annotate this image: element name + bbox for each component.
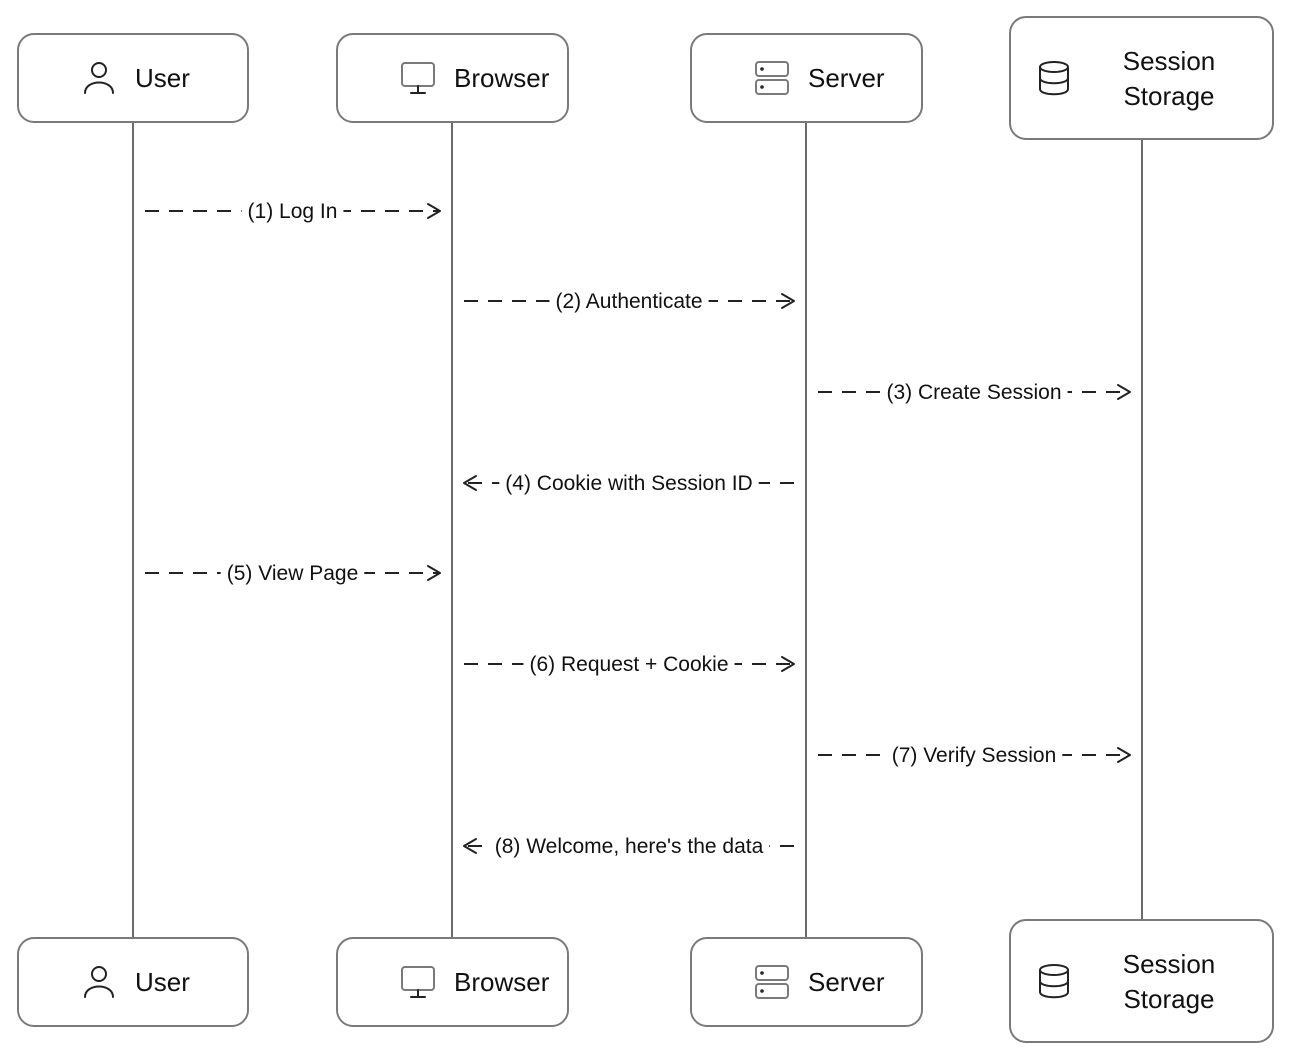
participant-server-top: Server [690,33,923,123]
message-8: (8) Welcome, here's the data [463,830,794,860]
message-label: (4) Cookie with Session ID [505,472,752,495]
message-3: (3) Create Session [818,376,1131,406]
arrow-head-icon [781,656,795,672]
message-label: (6) Request + Cookie [529,653,728,676]
participant-browser-bottom: Browser [336,937,569,1027]
database-icon [1039,964,1069,999]
monitor-icon [401,966,435,998]
participant-label: Server [808,967,885,997]
server-icon [755,965,789,999]
arrow-head-icon [463,475,477,491]
participant-server-bottom: Server [690,937,923,1027]
message-label: (5) View Page [227,562,359,585]
arrow-head-icon [427,203,441,219]
message-label: (3) Create Session [886,381,1061,404]
monitor-icon [401,62,435,94]
message-label: (8) Welcome, here's the data [495,835,764,858]
participant-label: User [135,63,190,93]
participant-browser-top: Browser [336,33,569,123]
arrow-head-icon [1117,747,1131,763]
message-label: (7) Verify Session [892,744,1057,767]
arrow-head-icon [427,565,441,581]
database-icon [1039,61,1069,96]
user-icon [84,966,114,998]
message-2: (2) Authenticate [464,285,795,315]
message-label: (2) Authenticate [555,290,702,313]
arrow-head-icon [463,838,477,854]
message-4: (4) Cookie with Session ID [463,467,794,497]
participant-label: Browser [454,63,550,93]
participant-label: Server [808,63,885,93]
message-6: (6) Request + Cookie [464,648,795,678]
participant-user-top: User [17,33,249,123]
participant-user-bottom: User [17,937,249,1027]
participant-label: Browser [454,967,550,997]
message-1: (1) Log In [145,195,441,225]
arrow-head-icon [781,293,795,309]
user-icon [84,62,114,94]
arrow-head-icon [1117,384,1131,400]
server-icon [755,61,789,95]
message-5: (5) View Page [145,557,441,587]
message-7: (7) Verify Session [818,739,1131,769]
message-label: (1) Log In [248,200,338,223]
participant-label: User [135,967,190,997]
